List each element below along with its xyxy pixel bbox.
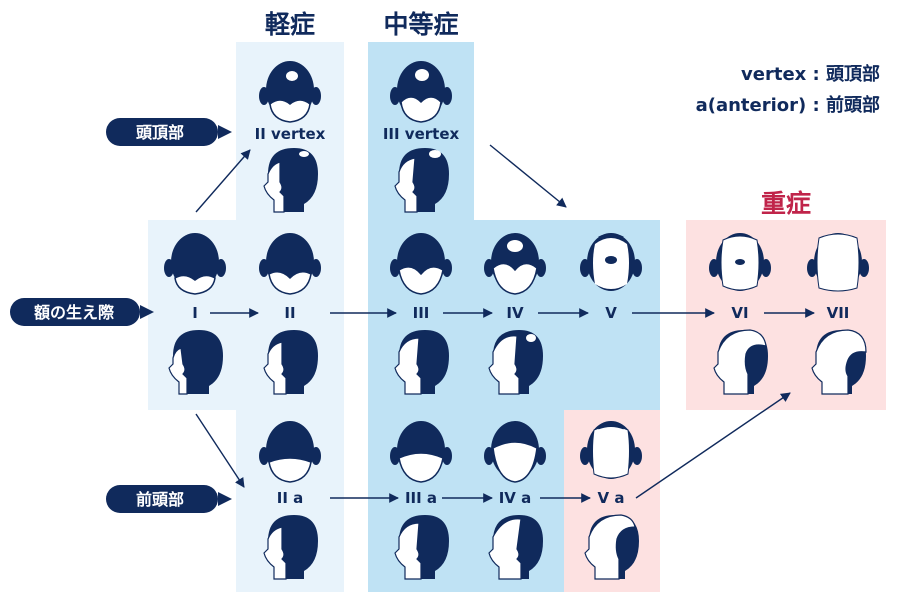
head-side-V-a (584, 514, 639, 580)
head-top-III-vertex (390, 61, 452, 123)
arrow-IIIvertex-to-V (489, 144, 567, 208)
head-top-VI (709, 233, 771, 291)
stage-label-IV: IV (506, 304, 524, 322)
head-side-I (168, 330, 223, 395)
head-top-II (259, 233, 321, 295)
head-top-IV (484, 233, 546, 295)
head-side-II (263, 330, 318, 395)
row-label-hairline: 額の生え際 (10, 298, 154, 326)
head-illustrations (164, 61, 869, 580)
head-top-VII (807, 233, 869, 292)
head-side-II-vertex (263, 148, 318, 213)
category-mild-title: 軽症 (265, 10, 315, 39)
stage-label-IV-a: IV a (499, 489, 532, 507)
head-side-III-a (394, 515, 449, 580)
stage-label-II-vertex: II vertex (255, 125, 326, 143)
head-top-V-a (580, 421, 642, 479)
category-severe-title: 重症 (761, 189, 811, 218)
head-top-V (580, 233, 642, 291)
legend-anterior: a(anterior) : 前頭部 (696, 94, 880, 116)
head-side-III-vertex (394, 148, 449, 213)
stage-label-III-a: III a (405, 489, 437, 507)
arrow-Va-to-VI (635, 392, 791, 499)
row-label-vertex: 頭頂部 (106, 118, 232, 146)
head-top-III-a (390, 421, 452, 483)
category-moderate-title: 中等症 (383, 10, 458, 39)
stage-label-VII: VII (827, 304, 850, 322)
legend-vertex: vertex : 頭頂部 (741, 63, 880, 85)
head-top-I (164, 233, 226, 295)
head-side-VI (713, 329, 768, 395)
stage-label-III: III (413, 304, 430, 322)
row-label-hairline-text: 額の生え際 (33, 303, 115, 322)
head-side-IV-a (488, 515, 543, 580)
arrow-I-to-IIvertex (195, 149, 251, 213)
row-label-anterior: 前頭部 (106, 485, 232, 513)
head-top-II-vertex (259, 61, 321, 123)
head-side-III (394, 330, 449, 395)
head-side-II-a (263, 515, 318, 580)
head-top-II-a (259, 421, 321, 483)
head-side-IV (488, 330, 543, 395)
head-side-VII (811, 329, 867, 395)
stage-label-VI: VI (731, 304, 748, 322)
stage-label-II: II (284, 304, 295, 322)
stage-label-V-a: V a (598, 489, 625, 507)
stage-label-III-vertex: III vertex (383, 125, 460, 143)
stage-label-V: V (605, 304, 617, 322)
stage-label-I: I (192, 304, 198, 322)
row-label-anterior-text: 前頭部 (136, 490, 184, 509)
row-label-vertex-text: 頭頂部 (136, 123, 184, 142)
stage-label-II-a: II a (277, 489, 304, 507)
progression-arrows (195, 144, 815, 503)
head-top-IV-a (484, 421, 546, 483)
arrow-I-to-IIa (195, 413, 245, 488)
head-top-III (390, 233, 452, 295)
